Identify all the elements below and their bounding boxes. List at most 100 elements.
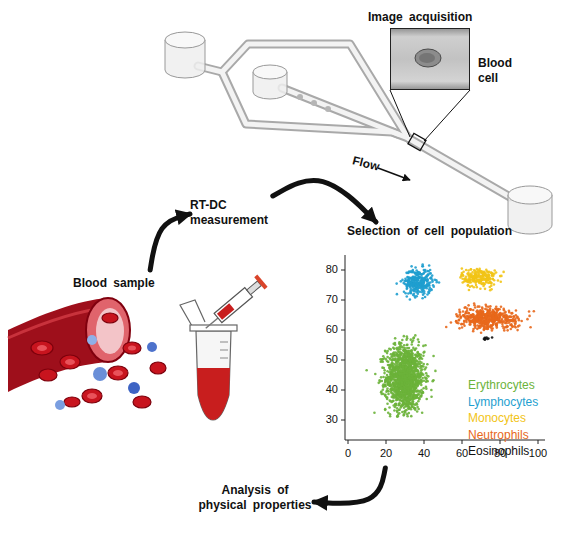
red-cell-center — [128, 346, 136, 351]
data-point — [488, 274, 491, 277]
data-point — [393, 351, 396, 354]
data-point — [421, 280, 424, 283]
data-point — [420, 379, 423, 382]
data-point — [415, 355, 418, 358]
data-point — [414, 397, 417, 400]
data-point — [385, 358, 388, 361]
data-point — [401, 362, 404, 365]
data-point — [490, 282, 493, 285]
data-point — [486, 270, 489, 273]
data-point — [394, 337, 397, 340]
data-point — [409, 349, 412, 352]
data-point — [394, 395, 397, 398]
data-point — [431, 380, 434, 383]
sample-tube — [196, 331, 231, 420]
axis-tick — [341, 270, 345, 271]
data-point — [388, 381, 391, 384]
data-point — [410, 338, 413, 341]
syringe-plunger — [247, 281, 262, 295]
data-point — [410, 383, 413, 386]
data-point — [401, 383, 404, 386]
data-point — [422, 288, 425, 291]
red-blood-cell — [31, 341, 53, 355]
leader-line — [424, 90, 470, 141]
data-point — [405, 384, 408, 387]
red-cell-center — [37, 345, 47, 351]
data-point — [381, 380, 384, 383]
data-point — [426, 293, 429, 296]
data-point — [430, 389, 433, 392]
axis-tick — [341, 300, 345, 301]
data-point — [404, 349, 407, 352]
data-point — [398, 402, 401, 405]
data-point — [480, 282, 483, 285]
measurement-region — [408, 133, 426, 150]
data-point — [373, 411, 376, 414]
data-point — [397, 359, 400, 362]
data-point — [401, 387, 404, 390]
data-point — [422, 354, 425, 357]
data-point — [384, 385, 387, 388]
data-point — [386, 374, 389, 377]
data-point — [390, 355, 393, 358]
data-point — [396, 354, 399, 357]
axis-tick — [538, 440, 539, 444]
data-point — [405, 272, 408, 275]
data-point — [405, 339, 408, 342]
data-point — [413, 385, 416, 388]
data-point — [432, 355, 435, 358]
data-point — [412, 337, 415, 340]
data-point — [394, 358, 397, 361]
data-point — [409, 291, 412, 294]
data-point — [393, 388, 396, 391]
data-point — [408, 364, 411, 367]
data-point — [419, 367, 422, 370]
data-point — [423, 277, 426, 280]
data-point — [493, 283, 496, 286]
data-point — [484, 288, 487, 291]
data-point — [402, 357, 405, 360]
channel-post — [325, 106, 331, 112]
data-point — [407, 407, 410, 410]
data-point — [421, 377, 424, 380]
data-point — [425, 366, 428, 369]
axis-tick — [386, 440, 387, 444]
data-point — [476, 275, 479, 278]
data-point — [409, 367, 412, 370]
data-point — [467, 269, 470, 272]
data-point — [420, 369, 423, 372]
data-point — [389, 368, 392, 371]
data-point — [417, 360, 420, 363]
data-point — [473, 272, 476, 275]
data-point — [405, 285, 408, 288]
vessel-opening — [86, 298, 130, 362]
data-point — [401, 384, 404, 387]
data-point — [491, 273, 494, 276]
data-point — [406, 335, 409, 338]
data-point — [427, 375, 430, 378]
data-point — [431, 274, 434, 277]
data-point — [429, 272, 432, 275]
data-point — [391, 396, 394, 399]
data-point — [400, 387, 403, 390]
tube-graduation — [220, 358, 228, 359]
channel-wall — [222, 72, 408, 138]
red-blood-cell — [133, 396, 151, 408]
data-point — [403, 376, 406, 379]
data-point — [406, 343, 409, 346]
data-point — [413, 374, 416, 377]
data-point — [402, 414, 405, 417]
tube-lid — [180, 300, 205, 326]
syringe-blood — [217, 303, 234, 319]
data-point — [393, 388, 396, 391]
cell-image — [390, 28, 470, 90]
data-point — [421, 265, 424, 268]
data-point — [380, 376, 383, 379]
data-point — [482, 274, 485, 277]
data-point — [475, 286, 478, 289]
data-point — [398, 408, 401, 411]
data-point — [387, 360, 390, 363]
data-point — [388, 382, 391, 385]
data-point — [381, 388, 384, 391]
data-point — [383, 367, 386, 370]
